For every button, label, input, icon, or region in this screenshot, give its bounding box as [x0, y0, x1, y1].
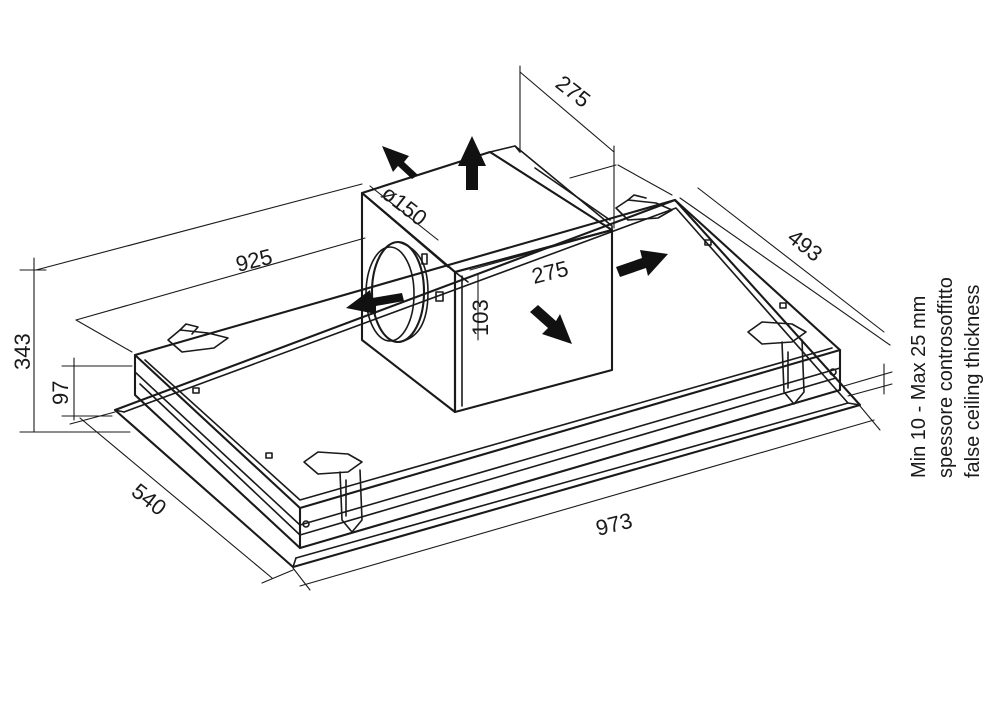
- dim-body-height-label: 97: [48, 381, 73, 405]
- dim-total-width-label: 973: [593, 508, 635, 541]
- dim-box-height-label: 103: [468, 299, 493, 336]
- mounting-brackets: [167, 194, 807, 533]
- ceiling-flange: [113, 198, 862, 569]
- airflow-left-arrow: [346, 290, 404, 314]
- dim-body-depth-label: 493: [783, 224, 827, 266]
- dim-total-height-label: 343: [10, 333, 35, 370]
- dim-total-depth-label: 540: [127, 478, 171, 520]
- dim-duct-diameter-label: ø150: [377, 180, 432, 231]
- airflow-arrows: [346, 136, 668, 344]
- motor-box: [360, 145, 614, 414]
- airflow-up-left-arrow: [382, 146, 418, 179]
- airflow-up-arrow: [458, 136, 486, 190]
- dimension-lines: [19, 65, 893, 591]
- note-line-1: Min 10 - Max 25 mm: [908, 296, 930, 478]
- airflow-down-arrow: [530, 305, 572, 344]
- ceiling-thickness-note: Min 10 - Max 25 mm spessore controsoffit…: [908, 277, 984, 478]
- dimension-labels: 275 493 925 343 97 540 973 275 103 ø150: [10, 70, 827, 541]
- hood-body: [133, 198, 842, 550]
- duct-collar: [365, 240, 429, 344]
- note-line-2: spessore controsoffitto: [935, 277, 957, 478]
- airflow-right-arrow: [616, 250, 668, 277]
- dim-box-depth-label: 275: [551, 70, 595, 112]
- dim-body-width-label: 925: [233, 244, 275, 277]
- note-line-3: false ceiling thickness: [962, 285, 984, 478]
